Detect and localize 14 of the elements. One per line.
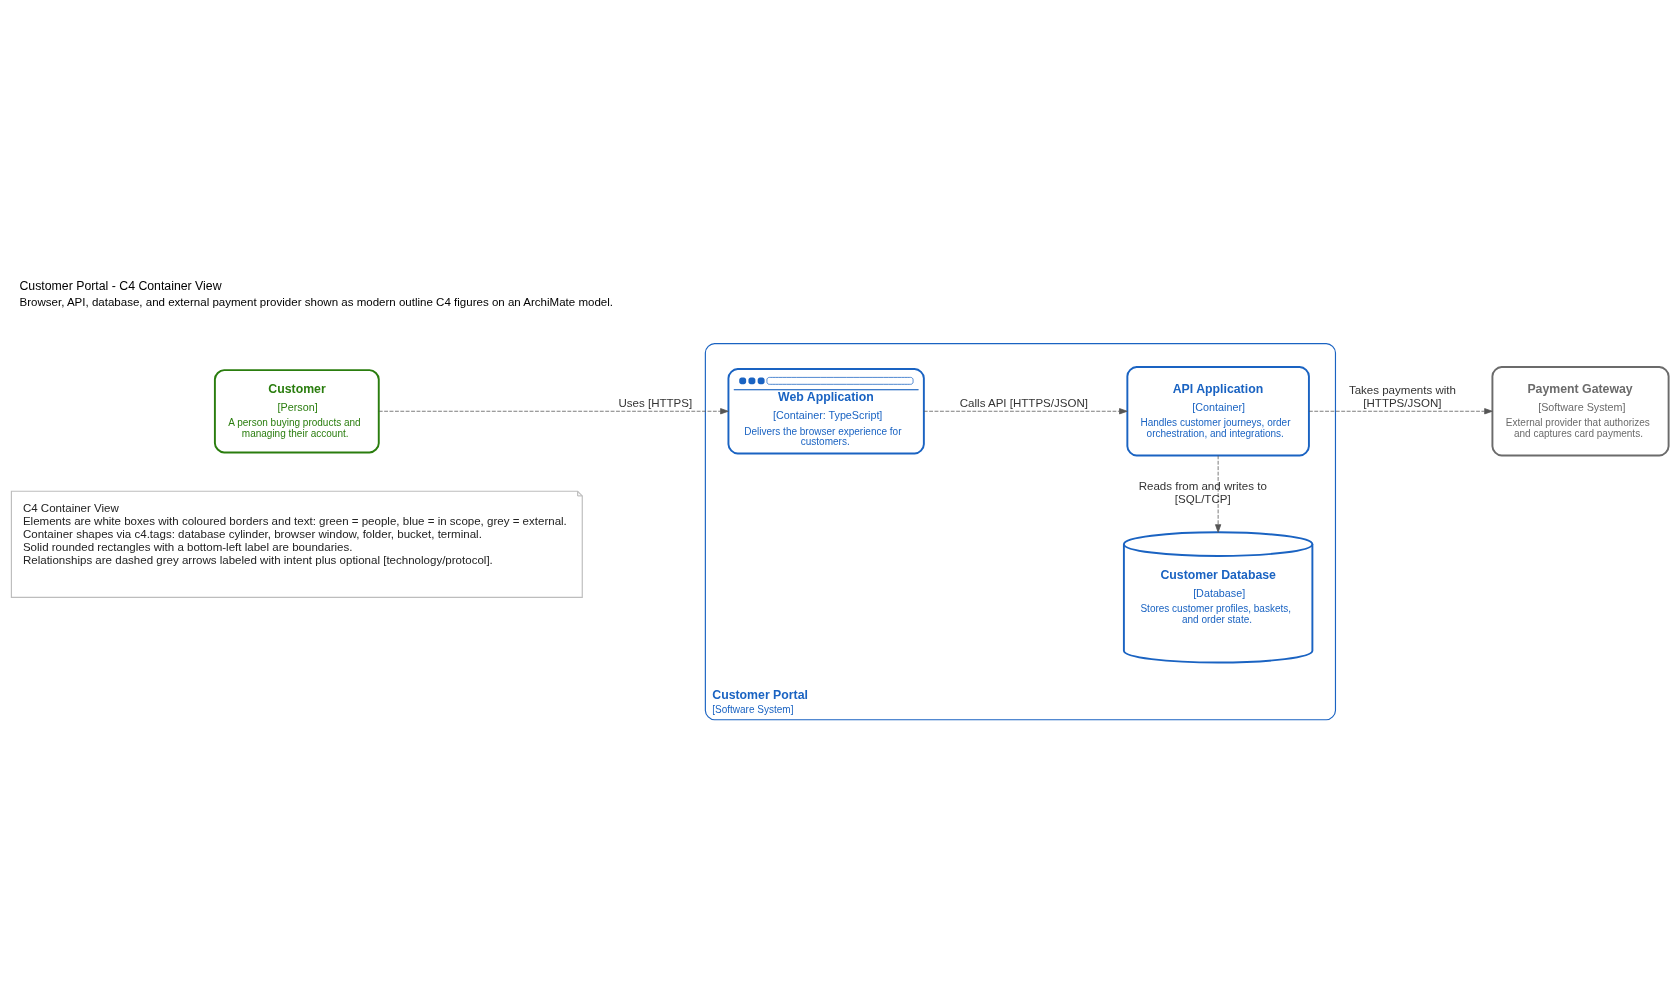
arrow bbox=[378, 407, 729, 414]
arrow bbox=[1308, 407, 1493, 414]
arrow bbox=[923, 407, 1128, 414]
node-box: Customer [Person] A person buying products and managing their account. bbox=[213, 368, 380, 453]
caption: Browser, API, database, and external payment provider shown as modern outline C4 figures on an ArchiMate model. bbox=[19, 295, 614, 308]
edge-label: Reads from and writes to [SQL/TCP] bbox=[1138, 479, 1267, 505]
diagram-title: Customer Portal - C4 Container View bbox=[19, 278, 222, 293]
edge-label: Takes payments with [HTTPS/JSON] bbox=[1348, 383, 1456, 409]
node-box: Web Application [Container: TypeScript] Delivers the browser experience for customers. bbox=[727, 367, 925, 455]
edge-label: Calls API [HTTPS/JSON] bbox=[959, 396, 1088, 409]
arrow bbox=[1215, 454, 1222, 533]
node-box: API Application [Container] Handles customer journeys, order orchestration, and integrations. bbox=[1126, 365, 1310, 456]
edge-label: Uses [HTTPS] bbox=[618, 396, 693, 409]
node-box: Payment Gateway [Software System] External provider that authorizes and captures card payments. bbox=[1491, 365, 1670, 456]
